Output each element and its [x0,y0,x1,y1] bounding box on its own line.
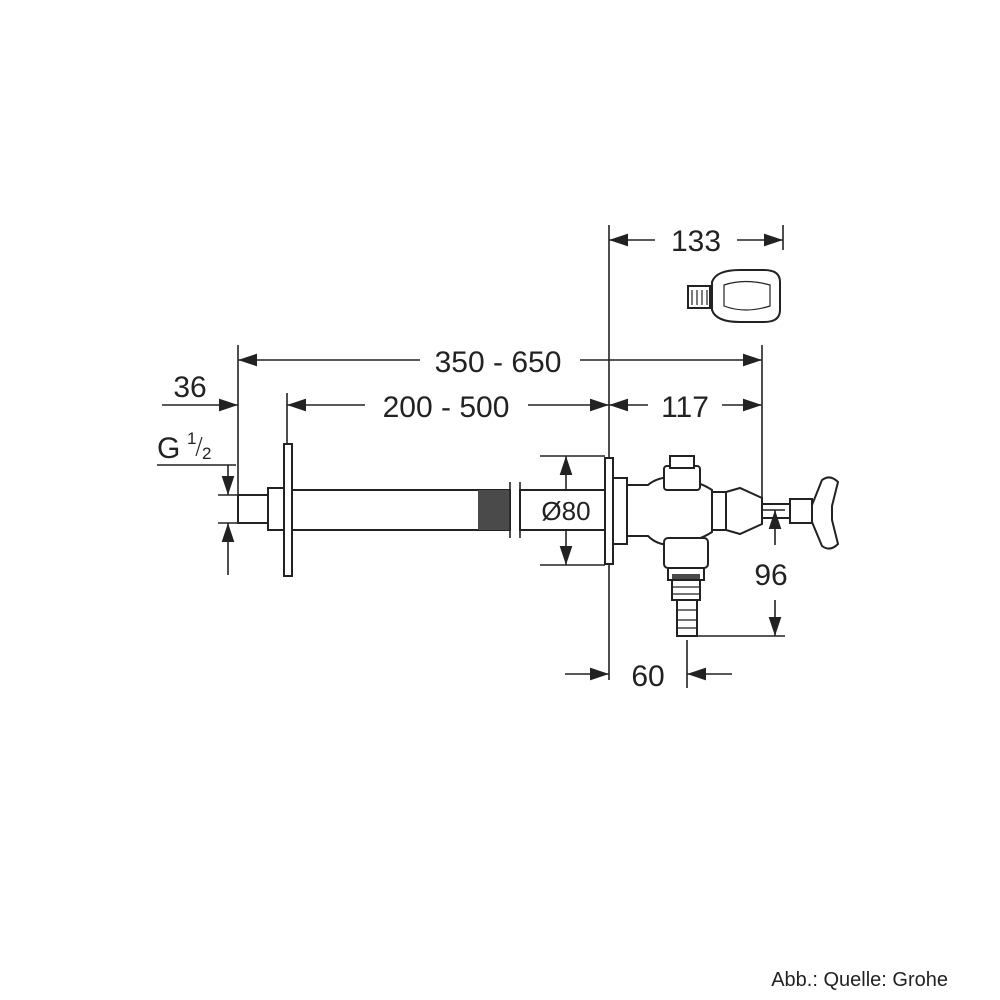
thread-size-name: G [157,432,180,465]
dimension-head-length: 117 [609,391,762,424]
dimension-overall-length: 350 - 650 [237,345,763,505]
dimension-head-length-label: 117 [661,391,709,424]
thread-size-label: G 1 2 [157,429,238,575]
faucet-body: Ø80 [237,443,840,637]
dimension-top-width-label: 133 [671,225,721,258]
image-source-caption: Abb.: Quelle: Grohe [771,969,948,991]
handle-top-view [687,269,781,323]
dimension-wall-length-label: 200 - 500 [383,391,510,424]
dimension-diameter-label: Ø80 [541,496,590,526]
dimension-wall-length: 200 - 500 [286,391,609,445]
dimension-height-label: 96 [754,559,787,592]
dimension-height: 96 [697,509,788,637]
dimension-offset: 60 [565,640,732,693]
dimension-overall-length-label: 350 - 650 [435,346,562,379]
dimension-top-width: 133 [608,225,784,680]
dimension-thread-depth-label: 36 [173,371,206,404]
thread-size-numerator: 1 [187,429,196,448]
dimension-offset-label: 60 [631,660,664,693]
thread-size-denominator: 2 [202,444,211,463]
dimension-thread-depth: 36 [162,371,238,412]
